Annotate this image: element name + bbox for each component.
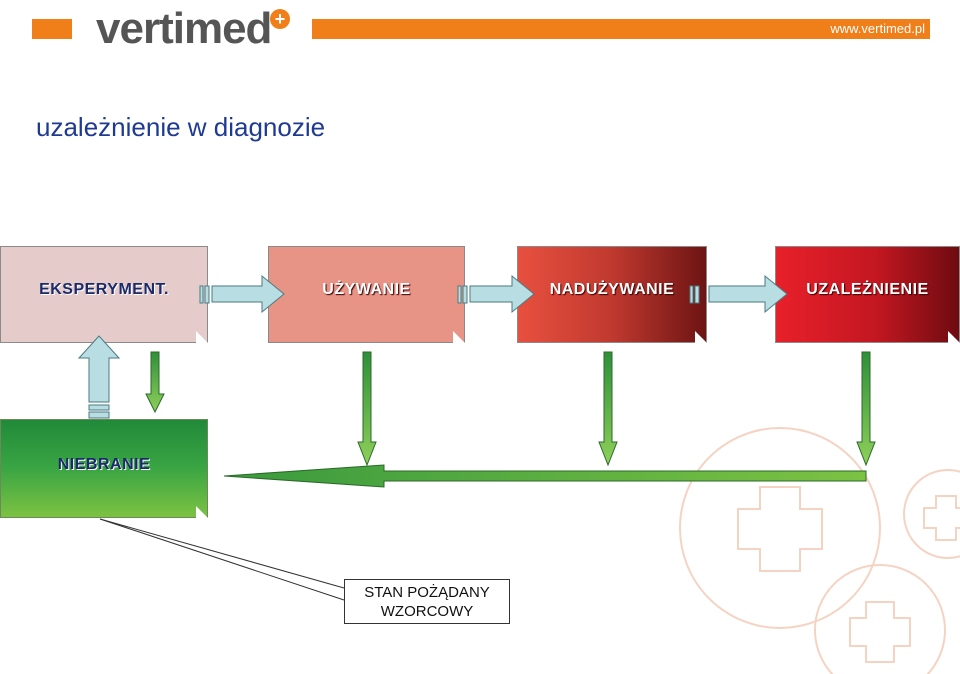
logo-plus-icon: + xyxy=(270,9,290,29)
header-accent-bar-right xyxy=(312,19,930,39)
down-arrow-from-naduzywanie xyxy=(598,351,618,467)
page-fold-corner xyxy=(695,331,707,343)
stage-box-uzaleznienie: UZALEŻNIENIE xyxy=(775,246,960,343)
up-arrow-to-eksperyment xyxy=(77,335,121,419)
stage-label-naduzywanie: NADUŻYWANIE xyxy=(549,281,675,298)
page-fold-corner xyxy=(196,331,208,343)
stage-box-uzywanie: UŻYWANIE xyxy=(268,246,465,343)
page-fold-corner xyxy=(453,331,465,343)
desired-state-callout: STAN POŻĄDANY WZORCOWY xyxy=(344,579,510,624)
down-arrow-from-eksperyment xyxy=(145,351,165,414)
page-fold-corner xyxy=(948,331,960,343)
website-url: www.vertimed.pl xyxy=(830,21,925,36)
page-fold-corner xyxy=(196,506,208,518)
base-state-label: NIEBRANIE xyxy=(57,456,151,473)
down-arrow-from-uzywanie xyxy=(357,351,377,467)
return-arrow-to-niebranie xyxy=(223,464,867,488)
callout-line-2: WZORCOWY xyxy=(380,603,474,620)
stage-arrow-2 xyxy=(457,274,535,314)
stage-arrow-3 xyxy=(689,274,788,314)
stage-label-uzaleznienie: UZALEŻNIENIE xyxy=(806,281,929,298)
down-arrow-from-uzaleznienie xyxy=(856,351,876,467)
stage-label-uzywanie: UŻYWANIE xyxy=(322,281,411,298)
brand-logo: vertimed xyxy=(96,4,272,53)
callout-pointer xyxy=(99,518,345,601)
stage-arrow-1 xyxy=(199,274,285,314)
stage-label-eksperyment: EKSPERYMENT. xyxy=(39,281,169,298)
slide-title: uzależnienie w diagnozie xyxy=(36,112,326,142)
base-state-box-niebranie: NIEBRANIE xyxy=(0,419,208,518)
header-accent-bar-left xyxy=(32,19,72,39)
callout-line-1: STAN POŻĄDANY xyxy=(364,584,490,601)
